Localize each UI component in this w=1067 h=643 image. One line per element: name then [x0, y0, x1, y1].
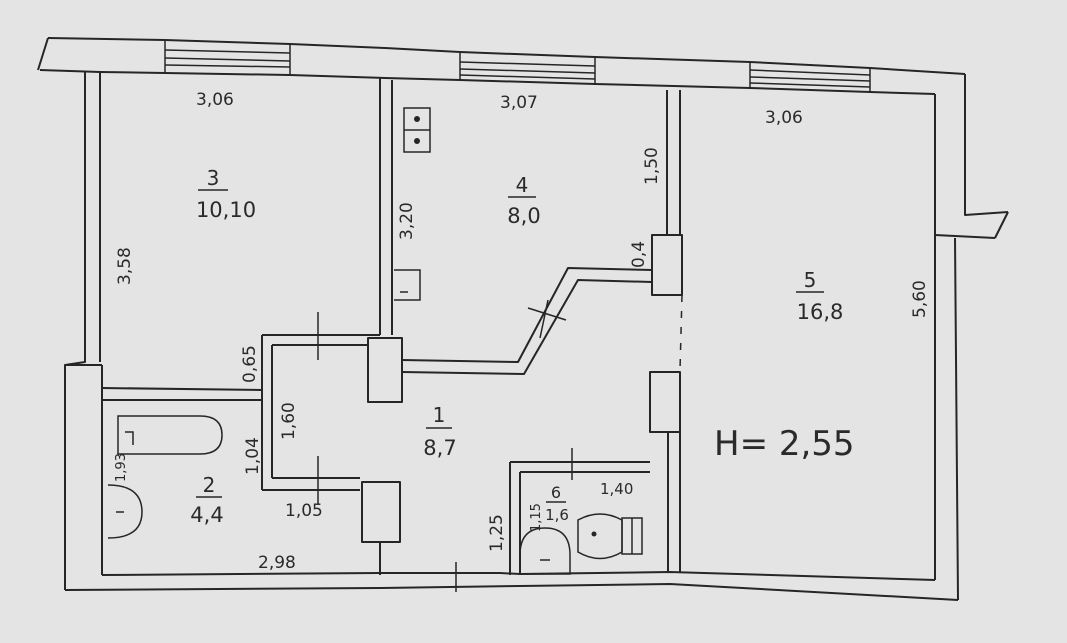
room-3-area: 10,10 [196, 198, 256, 222]
washbasin-icon [107, 484, 143, 539]
fraction-lines [196, 189, 824, 503]
dim-room5-top: 3,06 [765, 108, 803, 128]
interior-walls [101, 78, 683, 575]
shower-tray-icon [577, 513, 643, 560]
room-3-label: 3 10,10 [196, 166, 256, 222]
dim-partition: 0,4 [629, 241, 649, 268]
dim-room3-top: 3,06 [196, 90, 234, 110]
dim-bath-104: 1,04 [243, 437, 263, 475]
room-4-area: 8,0 [507, 204, 540, 228]
room-6-label: 6 1,6 [545, 483, 569, 524]
window-room4 [459, 52, 596, 84]
dim-room3-left: 3,58 [115, 247, 135, 285]
room-2-area: 4,4 [190, 503, 223, 527]
window-room5 [749, 62, 871, 92]
room-2-number: 2 [203, 473, 216, 497]
room-1-area: 8,7 [423, 436, 456, 460]
stove-icon [403, 107, 431, 153]
room-2-label: 2 4,4 [190, 473, 223, 527]
bathtub-icon [117, 415, 223, 455]
outer-walls [37, 37, 1009, 601]
room-5-area: 16,8 [797, 300, 844, 324]
dim-room5-right: 5,60 [910, 280, 930, 318]
dim-room4-top: 3,07 [500, 93, 538, 113]
room-4-label: 4 8,0 [507, 173, 540, 228]
dim-hall-125: 1,25 [487, 514, 507, 552]
kitchen-sink-icon [394, 269, 421, 301]
dim-room4-left: 3,20 [397, 202, 417, 240]
dim-corridor-065: 0,65 [240, 345, 260, 383]
windows [164, 40, 871, 92]
dim-room4-right: 1,50 [642, 147, 662, 185]
room-5-number: 5 [804, 268, 817, 292]
toilet-icon [519, 527, 571, 575]
door-marks [317, 299, 573, 592]
room-1-number: 1 [433, 403, 446, 427]
dim-corridor-160: 1,60 [279, 402, 299, 440]
dimension-labels: 3,06 3,07 3,06 3,58 3,20 1,50 0,4 5,60 0… [114, 90, 930, 573]
room-3-number: 3 [207, 166, 220, 190]
room-6-area: 1,6 [545, 506, 569, 524]
ceiling-height-note: H= 2,55 [714, 424, 855, 464]
dim-bathtub-width: 1,93 [114, 453, 129, 482]
window-room3 [164, 40, 291, 75]
room-5-label: 5 16,8 [797, 268, 844, 324]
fixtures [107, 107, 643, 575]
room-4-number: 4 [516, 173, 529, 197]
room-1-label: 1 8,7 [423, 403, 456, 460]
room-6-number: 6 [551, 483, 561, 502]
dim-wc-140: 1,40 [600, 480, 633, 498]
dim-bath-bottom: 2,98 [258, 553, 296, 573]
dim-wc-115: 1,15 [529, 503, 544, 532]
dim-bath-105: 1,05 [285, 501, 323, 521]
room-labels: 3 10,10 4 8,0 5 16,8 1 8,7 2 4,4 6 1,6 [190, 166, 843, 527]
